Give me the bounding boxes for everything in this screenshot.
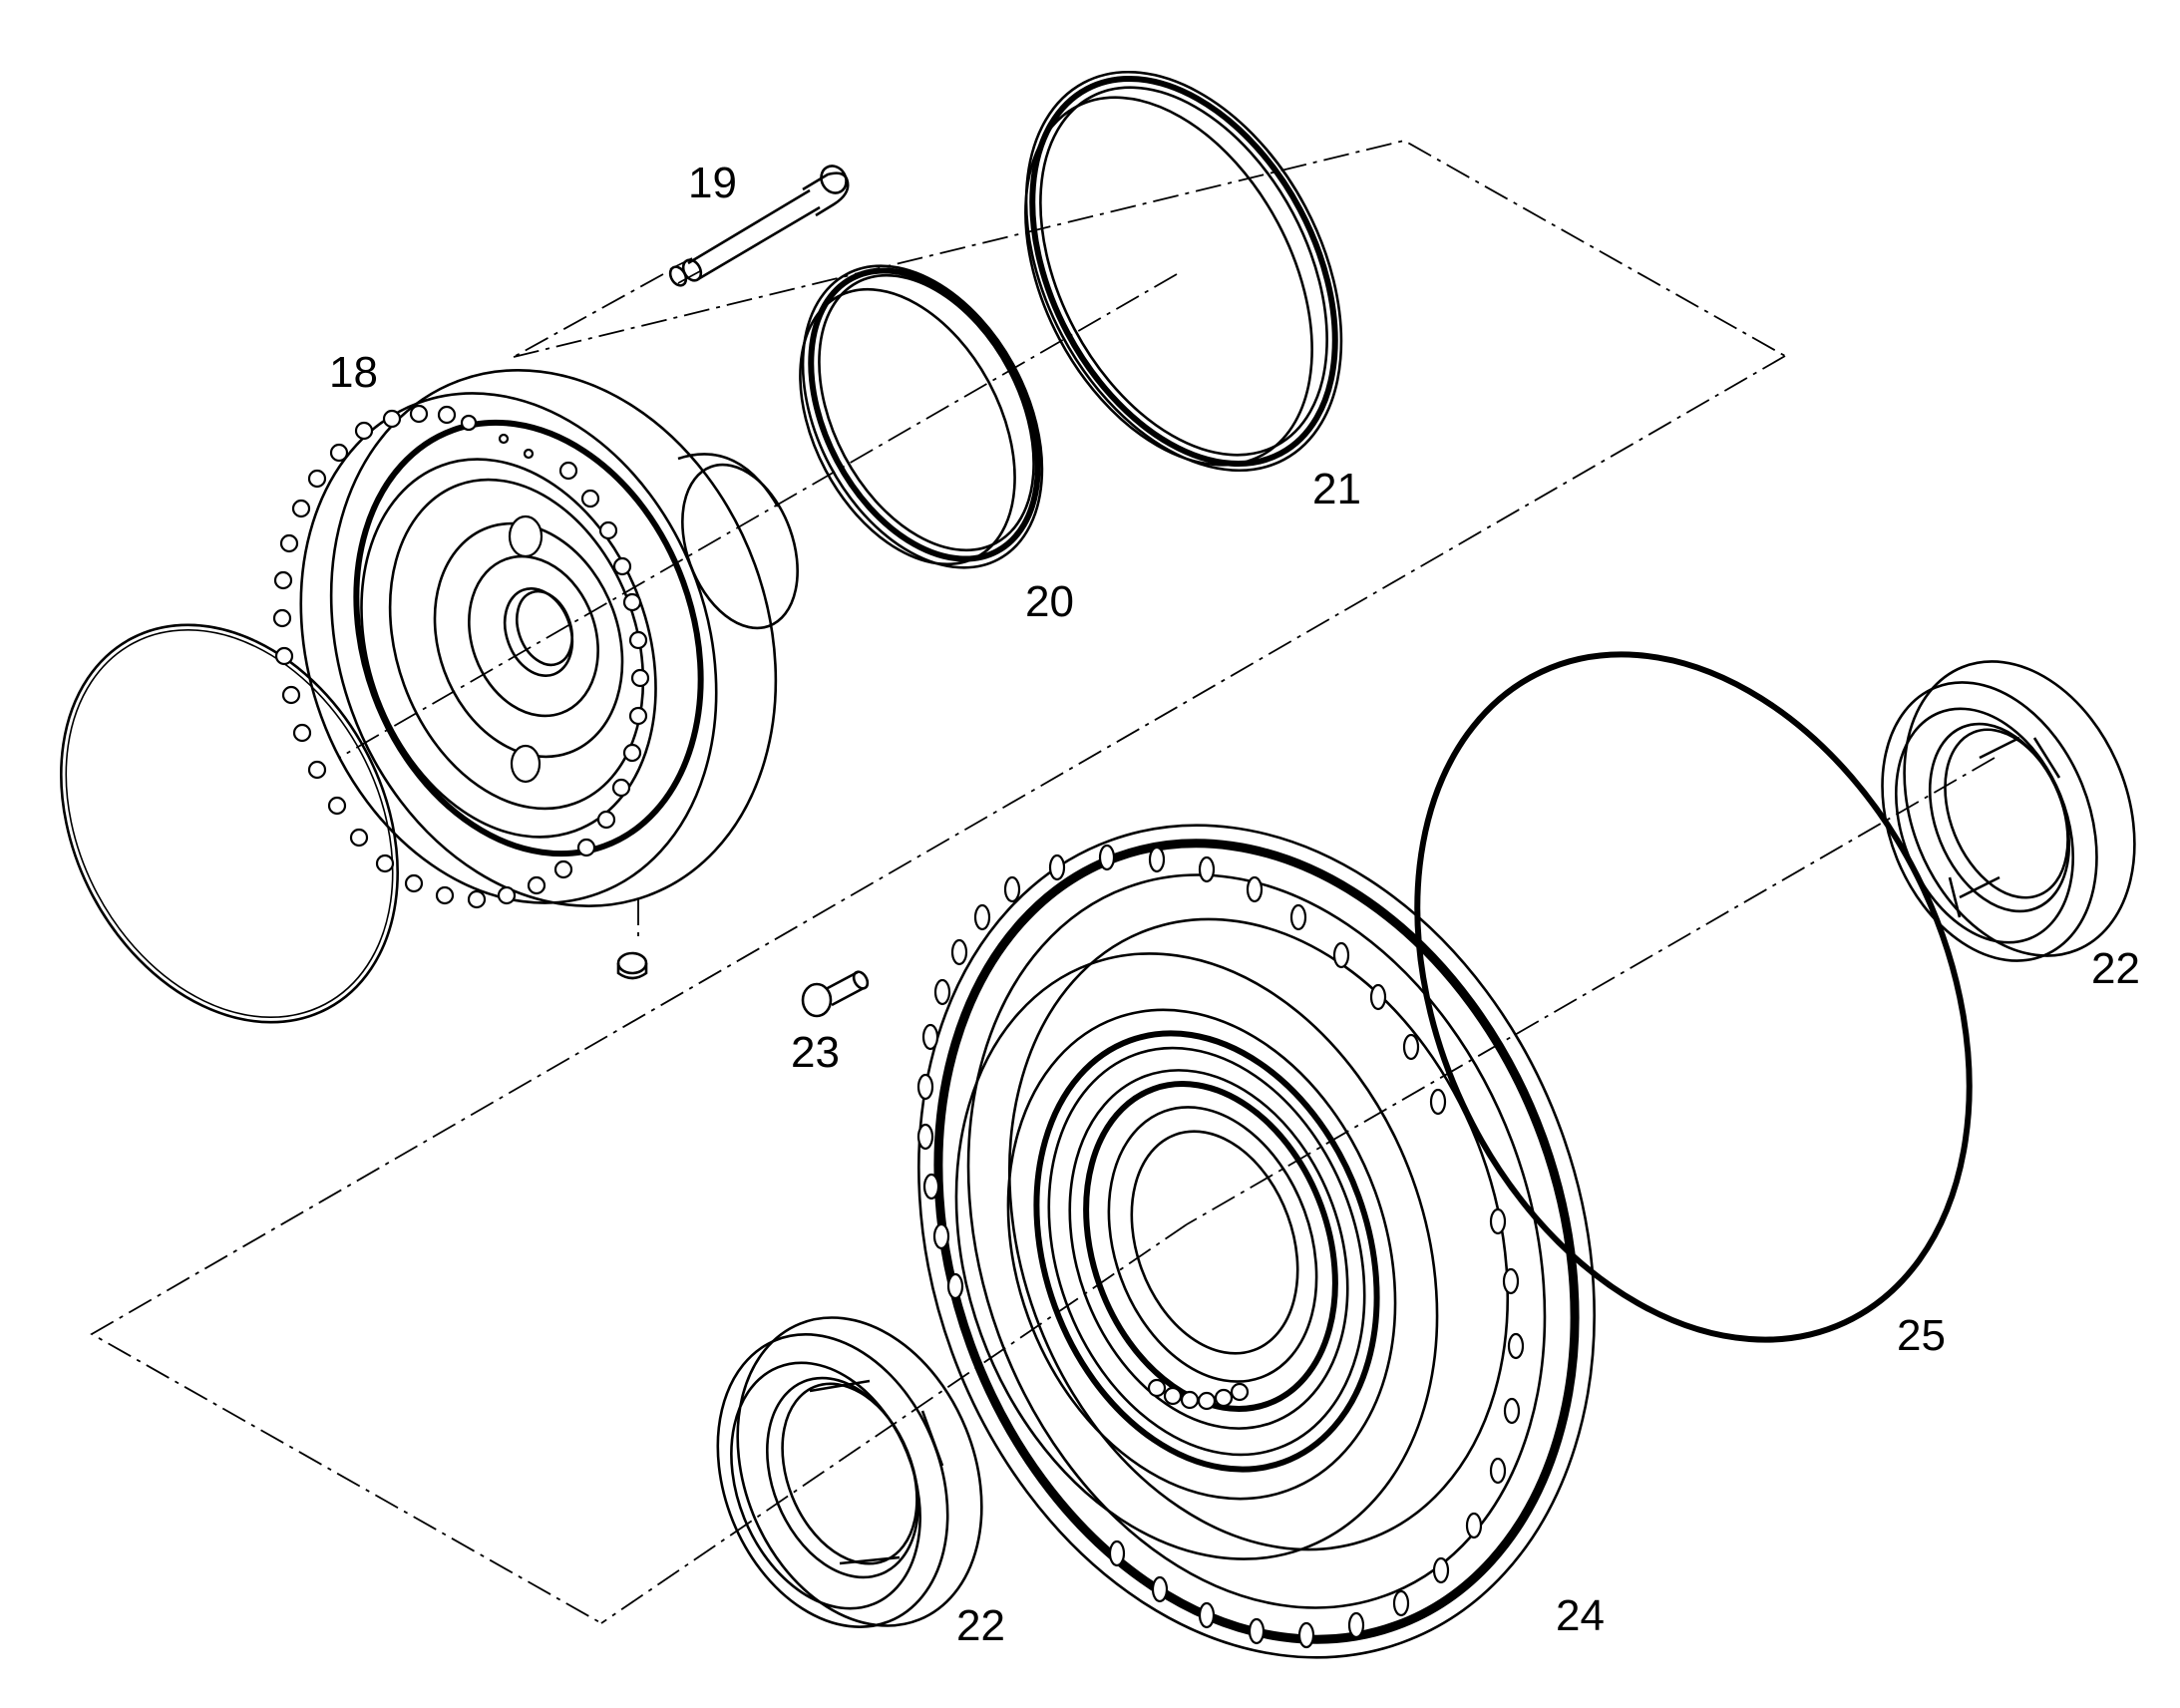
- part-25-o-ring: [1414, 651, 1973, 1343]
- part-19-bolt: [668, 165, 850, 287]
- callout-18: 18: [329, 348, 378, 397]
- bolt-hole-circle: [272, 404, 650, 909]
- part-22-bearing-right: [1881, 660, 2136, 962]
- o-ring-left: [60, 623, 399, 1024]
- callout-25: 25: [1897, 1311, 1946, 1360]
- part-24-housing: [916, 824, 1596, 1659]
- part-18-carrier: [272, 369, 799, 909]
- part-21-ring: [1024, 70, 1343, 473]
- callout-22-right: 22: [2091, 944, 2140, 993]
- callout-19: 19: [688, 159, 737, 207]
- bearing-balls: [1147, 1378, 1250, 1411]
- part-22-bearing-bottom: [716, 1316, 983, 1628]
- outer-hole-circle: [916, 844, 1525, 1649]
- part-23-bolt: [801, 970, 870, 1018]
- callout-labels: 18 19 20 21 22 22 23 24 25: [329, 159, 2140, 1650]
- callout-22-bottom: 22: [956, 1601, 1005, 1650]
- callout-20: 20: [1025, 577, 1074, 626]
- small-screw: [616, 951, 648, 980]
- part-20-ring: [799, 264, 1044, 569]
- callout-24: 24: [1556, 1591, 1605, 1640]
- callout-21: 21: [1312, 465, 1361, 513]
- callout-23: 23: [791, 1028, 840, 1077]
